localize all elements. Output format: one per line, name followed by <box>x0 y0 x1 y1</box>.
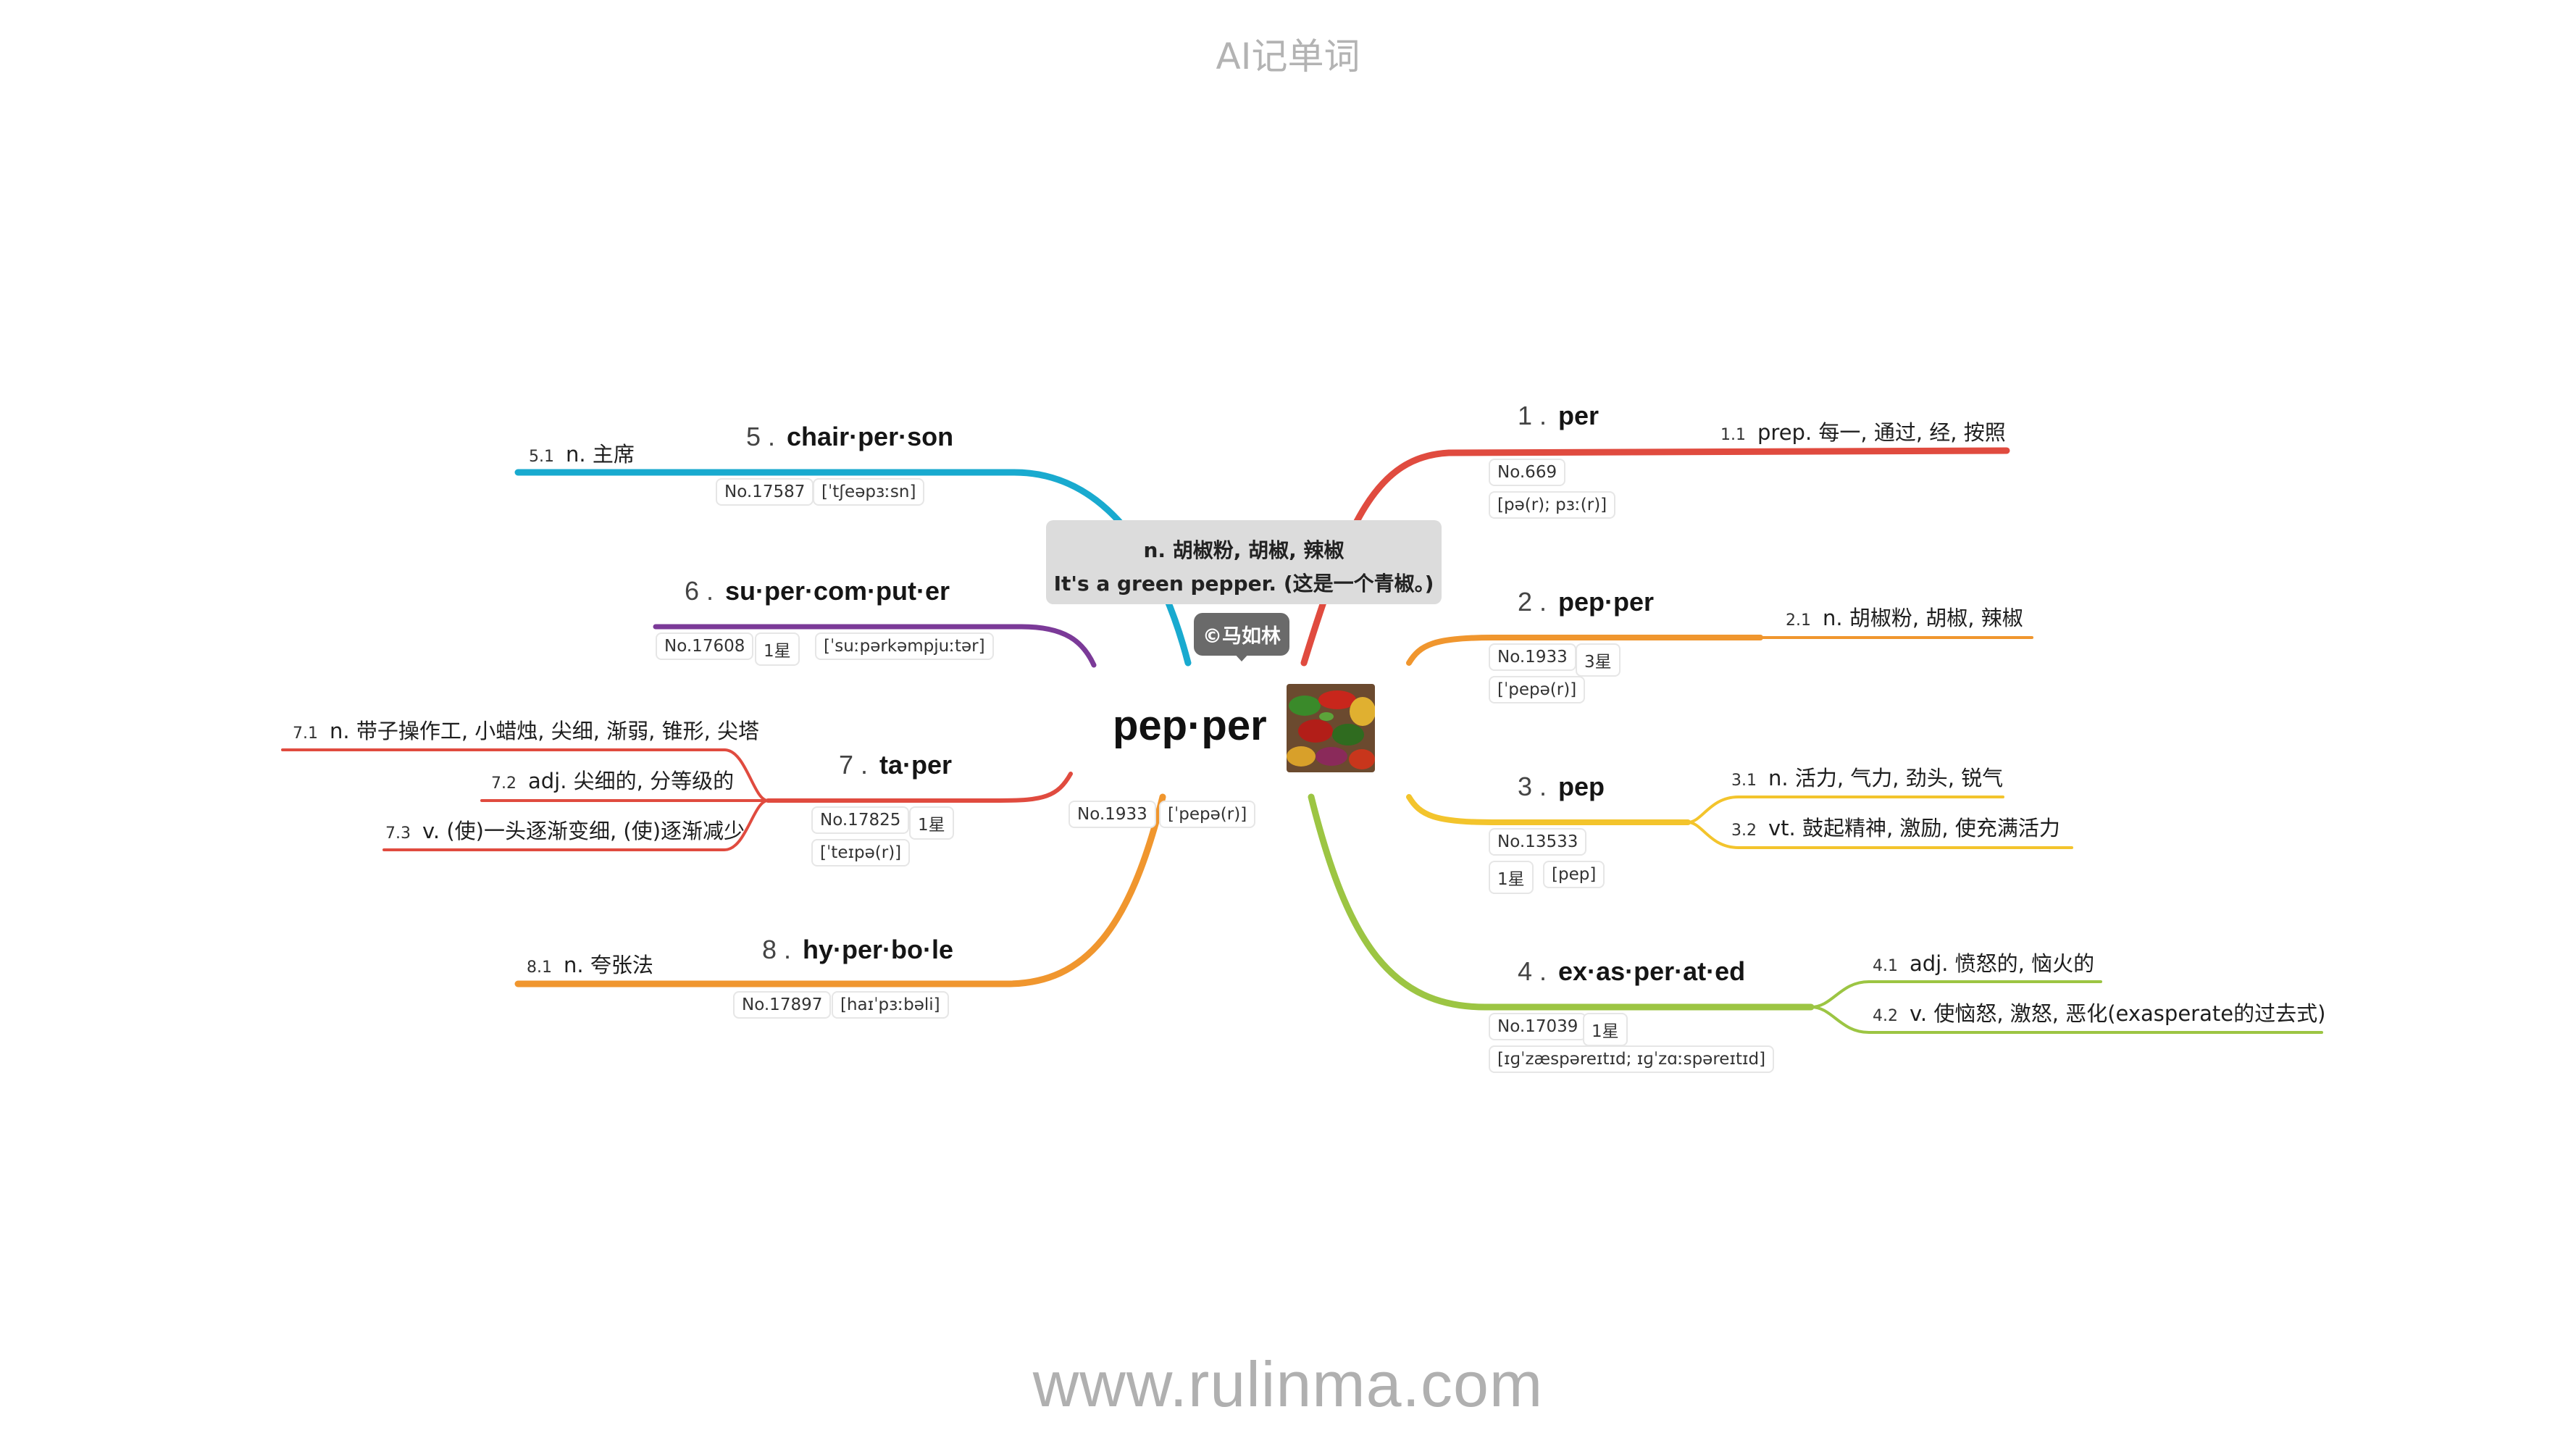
branch-3-no-tag: No.13533 <box>1489 828 1587 856</box>
connector-def-7-1 <box>281 748 769 802</box>
branch-3-phonetic-tag: [pep] <box>1543 861 1605 888</box>
branch-1-phonetic-tag: [pə(r); pɜː(r)] <box>1489 491 1616 519</box>
branch-5-no-tag: No.17587 <box>716 478 814 506</box>
peppers-image <box>1287 684 1375 772</box>
branch-6-phonetic-tag: [ˈsuːpərkəmpjuːtər] <box>815 632 994 660</box>
branch-7-star-tag: 1星 <box>909 806 954 840</box>
branch-4-no-tag: No.17039 <box>1489 1013 1587 1040</box>
tooltip-example: It's a green pepper. (这是一个青椒。) <box>1053 572 1434 596</box>
branch-number: 8 . <box>762 935 792 964</box>
connector-branch-7 <box>766 772 1073 803</box>
branch-word: per <box>1558 401 1599 430</box>
branch-8-title[interactable]: 8 . hy·per·bo·le <box>762 935 953 965</box>
app-title: AI记单词 <box>1216 36 1360 78</box>
branch-word: hy·per·bo·le <box>803 935 954 964</box>
branch-3-star-tag: 1星 <box>1489 861 1534 894</box>
connector-def-3-1 <box>1686 796 2004 824</box>
tooltip-definition: n. 胡椒粉, 胡椒, 辣椒 <box>1143 538 1345 562</box>
branch-2-title[interactable]: 2 . pep·per <box>1518 587 1654 617</box>
branch-2-phonetic-tag: [ˈpepə(r)] <box>1489 676 1586 703</box>
connector-branch-4 <box>1308 793 1815 1011</box>
branch-6-title[interactable]: 6 . su·per·com·put·er <box>685 576 950 606</box>
copyright-badge: ©马如林 <box>1194 613 1289 656</box>
branch-number: 3 . <box>1518 772 1547 801</box>
branch-4-title[interactable]: 4 . ex·as·per·at·ed <box>1518 956 1745 987</box>
branch-4-star-tag: 1星 <box>1583 1013 1628 1046</box>
site-url[interactable]: www.rulinma.com <box>1032 1348 1544 1420</box>
connector-def-7-3 <box>382 799 769 851</box>
branch-8-phonetic-tag: [haɪˈpɜːbəli] <box>832 991 949 1019</box>
center-word[interactable]: pep·per <box>1113 702 1267 749</box>
connector-def-3-2 <box>1686 821 2073 849</box>
branch-number: 7 . <box>839 750 869 780</box>
branch-5-title[interactable]: 5 . chair·per·son <box>746 422 953 452</box>
copyright-caret-icon <box>1233 652 1250 661</box>
branch-number: 1 . <box>1518 401 1547 430</box>
branch-word: ex·as·per·at·ed <box>1558 956 1746 986</box>
branch-number: 4 . <box>1518 956 1547 986</box>
branch-6-no-tag: No.17608 <box>656 632 754 660</box>
branch-1-title[interactable]: 1 . per <box>1518 401 1599 431</box>
branch-word: chair·per·son <box>787 422 954 451</box>
branch-word: pep·per <box>1558 587 1655 617</box>
connector-branch-8 <box>514 793 1166 987</box>
connector-def-4-1 <box>1810 980 2102 1009</box>
branch-7-no-tag: No.17825 <box>811 806 910 834</box>
branch-7-phonetic-tag: [ˈteɪpə(r)] <box>811 839 911 867</box>
branch-word: ta·per <box>879 750 953 780</box>
branch-7-title[interactable]: 7 . ta·per <box>839 750 952 780</box>
connector-branch-3 <box>1406 794 1691 825</box>
branch-2-star-tag: 3星 <box>1576 643 1621 677</box>
branch-8-no-tag: No.17897 <box>733 991 832 1019</box>
definition-tooltip: n. 胡椒粉, 胡椒, 辣椒 It's a green pepper. (这是一… <box>1046 520 1442 604</box>
branch-1-no-tag: No.669 <box>1489 459 1566 486</box>
branch-number: 5 . <box>746 422 776 451</box>
center-no-tag: No.1933 <box>1069 801 1156 828</box>
branch-number: 2 . <box>1518 587 1547 617</box>
branch-number: 6 . <box>685 576 714 606</box>
center-phonetic-tag: [ˈpepə(r)] <box>1159 801 1256 828</box>
connector-branch-6 <box>653 624 1097 668</box>
branch-6-star-tag: 1星 <box>755 632 800 666</box>
branch-4-phonetic-tag: [ɪɡˈzæspəreɪtɪd; ɪɡˈzɑːspəreɪtɪd] <box>1489 1045 1775 1073</box>
connector-branch-1 <box>1300 447 2010 667</box>
branch-word: su·per·com·put·er <box>725 576 950 606</box>
branch-3-title[interactable]: 3 . pep <box>1518 772 1605 802</box>
connector-branch-2 <box>1406 635 1763 666</box>
connector-def-4-2 <box>1810 1006 2323 1034</box>
branch-2-no-tag: No.1933 <box>1489 643 1576 671</box>
branch-5-phonetic-tag: [ˈtʃeəpɜːsn] <box>813 478 925 506</box>
branch-word: pep <box>1558 772 1605 801</box>
